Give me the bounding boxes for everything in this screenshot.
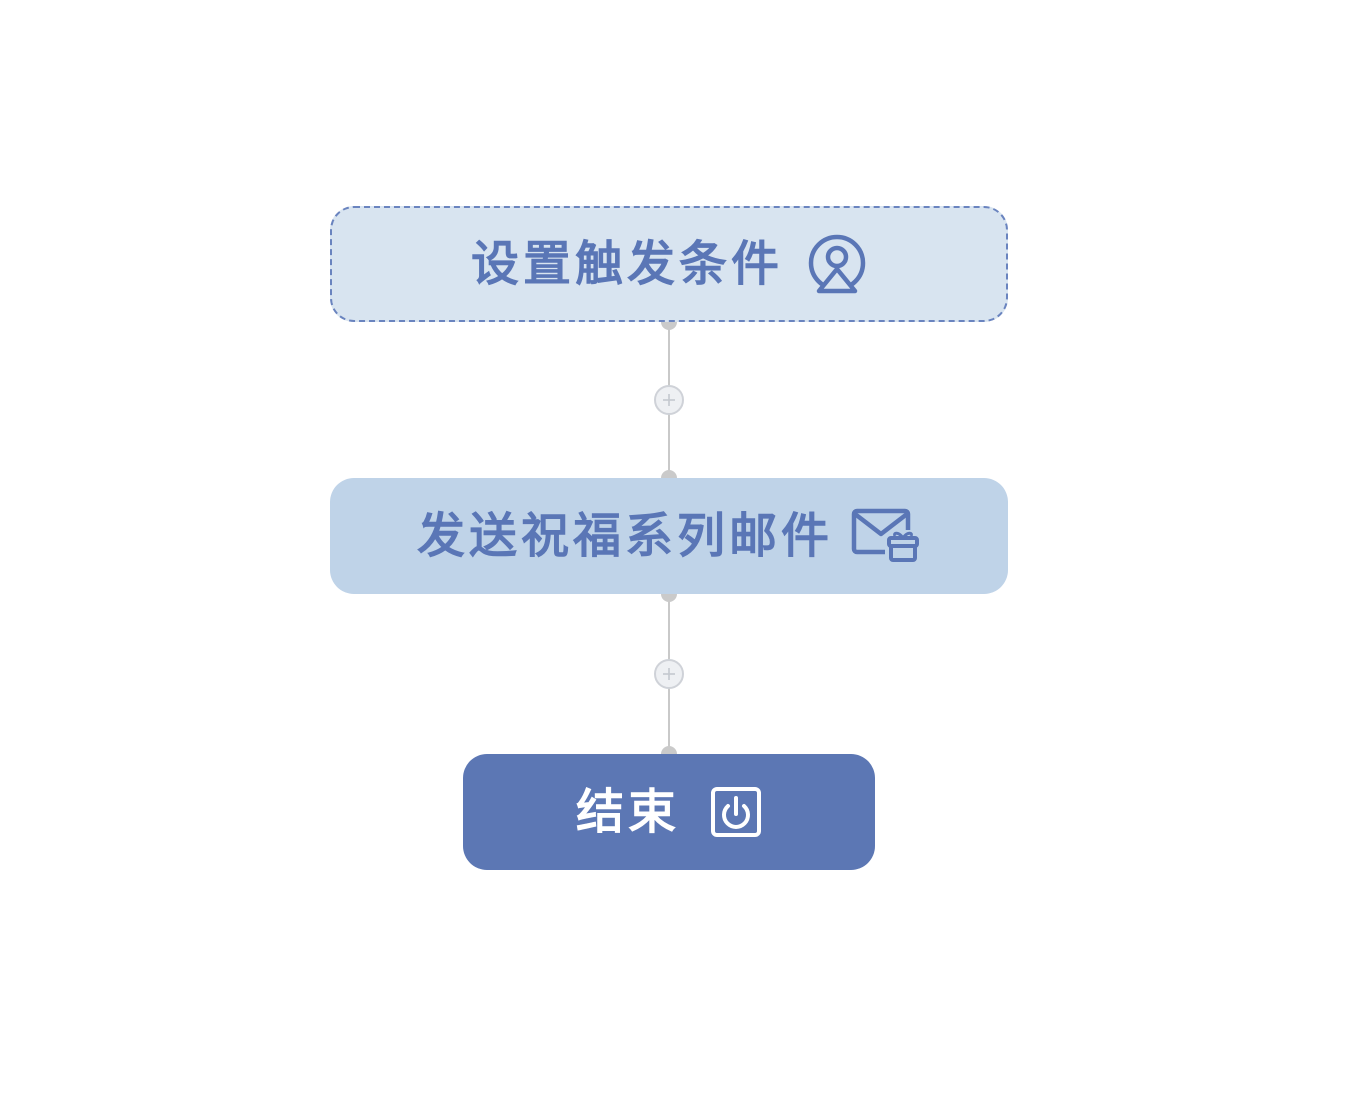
add-step-button-1[interactable] — [654, 385, 684, 415]
end-node[interactable]: 结束 — [463, 754, 875, 870]
send-email-label: 发送祝福系列邮件 — [416, 508, 833, 564]
trigger-condition-node[interactable]: 设置触发条件 — [330, 206, 1008, 322]
end-label: 结束 — [575, 784, 680, 840]
mail-gift-icon — [851, 508, 921, 564]
trigger-location-icon — [807, 233, 867, 295]
trigger-condition-label: 设置触发条件 — [470, 236, 783, 292]
plus-icon — [663, 394, 675, 406]
plus-icon — [663, 668, 675, 680]
power-icon — [710, 786, 762, 838]
add-step-button-2[interactable] — [654, 659, 684, 689]
send-email-node[interactable]: 发送祝福系列邮件 — [330, 478, 1008, 594]
